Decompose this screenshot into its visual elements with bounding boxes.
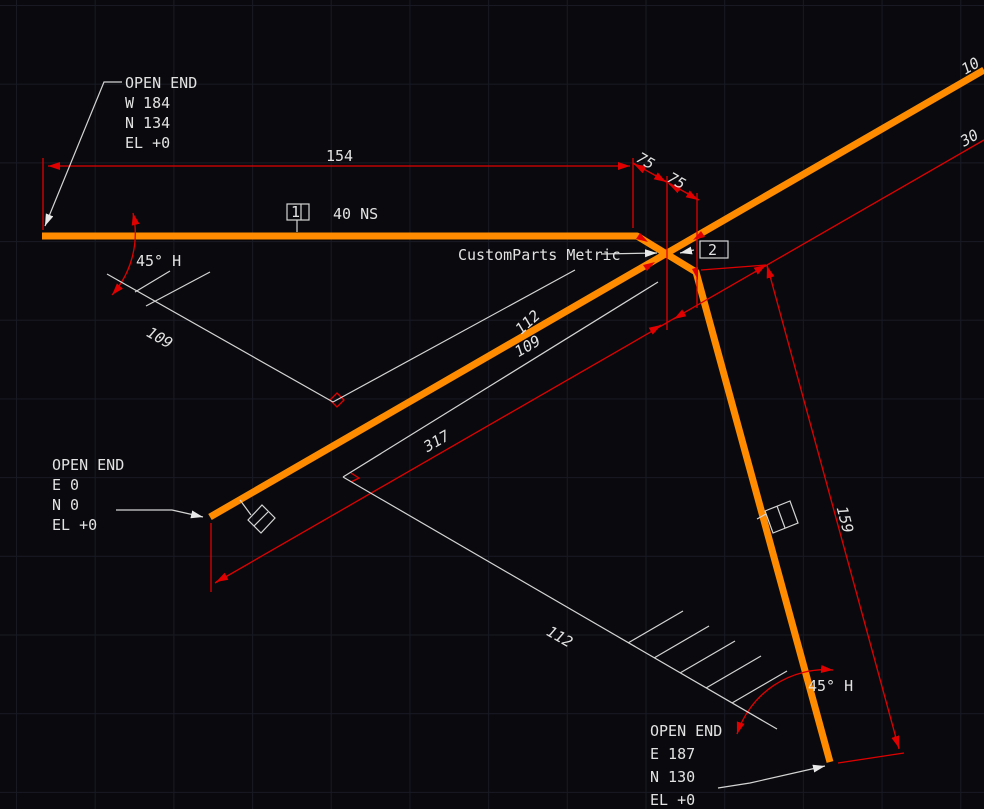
hatch-tick — [134, 270, 171, 293]
weld-flag-2[interactable] — [699, 240, 729, 259]
open-end-se-title[interactable]: OPEN END — [650, 722, 722, 740]
dim-label-154[interactable]: 154 — [326, 147, 353, 165]
open-end-sw-coord2[interactable]: N 0 — [52, 496, 79, 514]
dim-arrow — [653, 172, 667, 183]
leader-open-end-nw — [44, 81, 122, 227]
dim-label-112-upper[interactable]: 112 — [512, 307, 544, 339]
open-end-sw-elevation[interactable]: EL +0 — [52, 516, 97, 534]
dim-label-109-left[interactable]: 109 — [143, 323, 175, 352]
open-end-nw-elevation[interactable]: EL +0 — [125, 134, 170, 152]
hatch-tick — [731, 670, 788, 704]
angle-arc-nw[interactable] — [111, 212, 140, 296]
leader-open-end-se — [717, 764, 826, 789]
witness-line-159-bottom — [837, 752, 905, 764]
dim-arrow — [215, 572, 229, 583]
dim-arrow — [685, 190, 699, 201]
fitting-mark — [643, 262, 655, 271]
dim-line-317[interactable] — [214, 139, 984, 584]
hatch-tick — [653, 625, 710, 659]
open-end-nw-coord2[interactable]: N 134 — [125, 114, 170, 132]
dim-arrow — [648, 324, 662, 335]
hatch-tick — [679, 640, 736, 674]
angle-label-se[interactable]: 45° H — [808, 677, 853, 695]
open-end-nw-coord1[interactable]: W 184 — [125, 94, 170, 112]
leader-part-label — [600, 249, 658, 258]
pipe-runs — [42, 66, 984, 763]
angle-ref-line-nw — [106, 273, 334, 403]
angle-ref-line-se — [342, 476, 778, 730]
dim-label-317[interactable]: 317 — [420, 427, 453, 457]
dim-label-112-lower[interactable]: 112 — [543, 622, 575, 651]
text-annotations: OPEN END W 184 N 134 EL +0 154 1 40 NS 4… — [52, 54, 983, 809]
angle-label-nw[interactable]: 45° H — [136, 252, 181, 270]
weld-flag-1[interactable] — [286, 203, 310, 232]
right-angle-mark — [350, 472, 361, 483]
dim-arrow — [766, 265, 775, 280]
open-end-sw-title[interactable]: OPEN END — [52, 456, 124, 474]
fitting-mark — [636, 233, 648, 242]
flag1-number[interactable]: 1 — [291, 203, 300, 221]
flag2-number[interactable]: 2 — [708, 241, 717, 259]
part-label[interactable]: CustomParts Metric — [458, 246, 621, 264]
open-end-se-coord1[interactable]: E 187 — [650, 745, 695, 763]
dim-arrow — [753, 264, 767, 275]
witness-line-159-top — [700, 264, 767, 271]
hatch-tick — [627, 610, 684, 644]
weld-flag-sw[interactable] — [239, 499, 276, 534]
fitting-mark — [692, 267, 698, 280]
dim-label-75b[interactable]: 75 — [664, 169, 689, 194]
angle-arc-se[interactable] — [736, 665, 834, 735]
leader-open-end-sw — [116, 509, 204, 519]
annotation-lines — [44, 81, 826, 789]
dim-arrow — [633, 163, 647, 174]
dim-ref-line-109-mid — [342, 281, 659, 478]
hatch-tick — [145, 271, 211, 307]
pipe-size-label[interactable]: 40 NS — [333, 205, 378, 223]
dim-arrow — [668, 183, 682, 194]
weld-flag-se[interactable] — [756, 500, 799, 534]
dim-line-159[interactable] — [766, 264, 900, 750]
dim-label-159[interactable]: 159 — [833, 504, 857, 535]
pipe-run-main[interactable] — [42, 232, 834, 763]
hatch-tick — [705, 655, 762, 689]
dim-arrow — [673, 309, 687, 320]
leader-flag2 — [679, 246, 695, 255]
dim-label-109-mid[interactable]: 109 — [511, 332, 543, 361]
open-end-sw-coord1[interactable]: E 0 — [52, 476, 79, 494]
open-end-nw-title[interactable]: OPEN END — [125, 74, 197, 92]
dim-ref-line-112-upper — [332, 269, 576, 403]
open-end-se-elevation[interactable]: EL +0 — [650, 791, 695, 809]
dim-label-30[interactable]: 30 — [956, 126, 982, 151]
dim-arrow — [891, 735, 900, 749]
dim-label-75a[interactable]: 75 — [633, 149, 658, 174]
dimension-lines — [42, 139, 984, 764]
open-end-se-coord2[interactable]: N 130 — [650, 768, 695, 786]
fitting-mark — [693, 231, 705, 240]
pipe-run-branch-diagonal[interactable] — [208, 66, 984, 521]
